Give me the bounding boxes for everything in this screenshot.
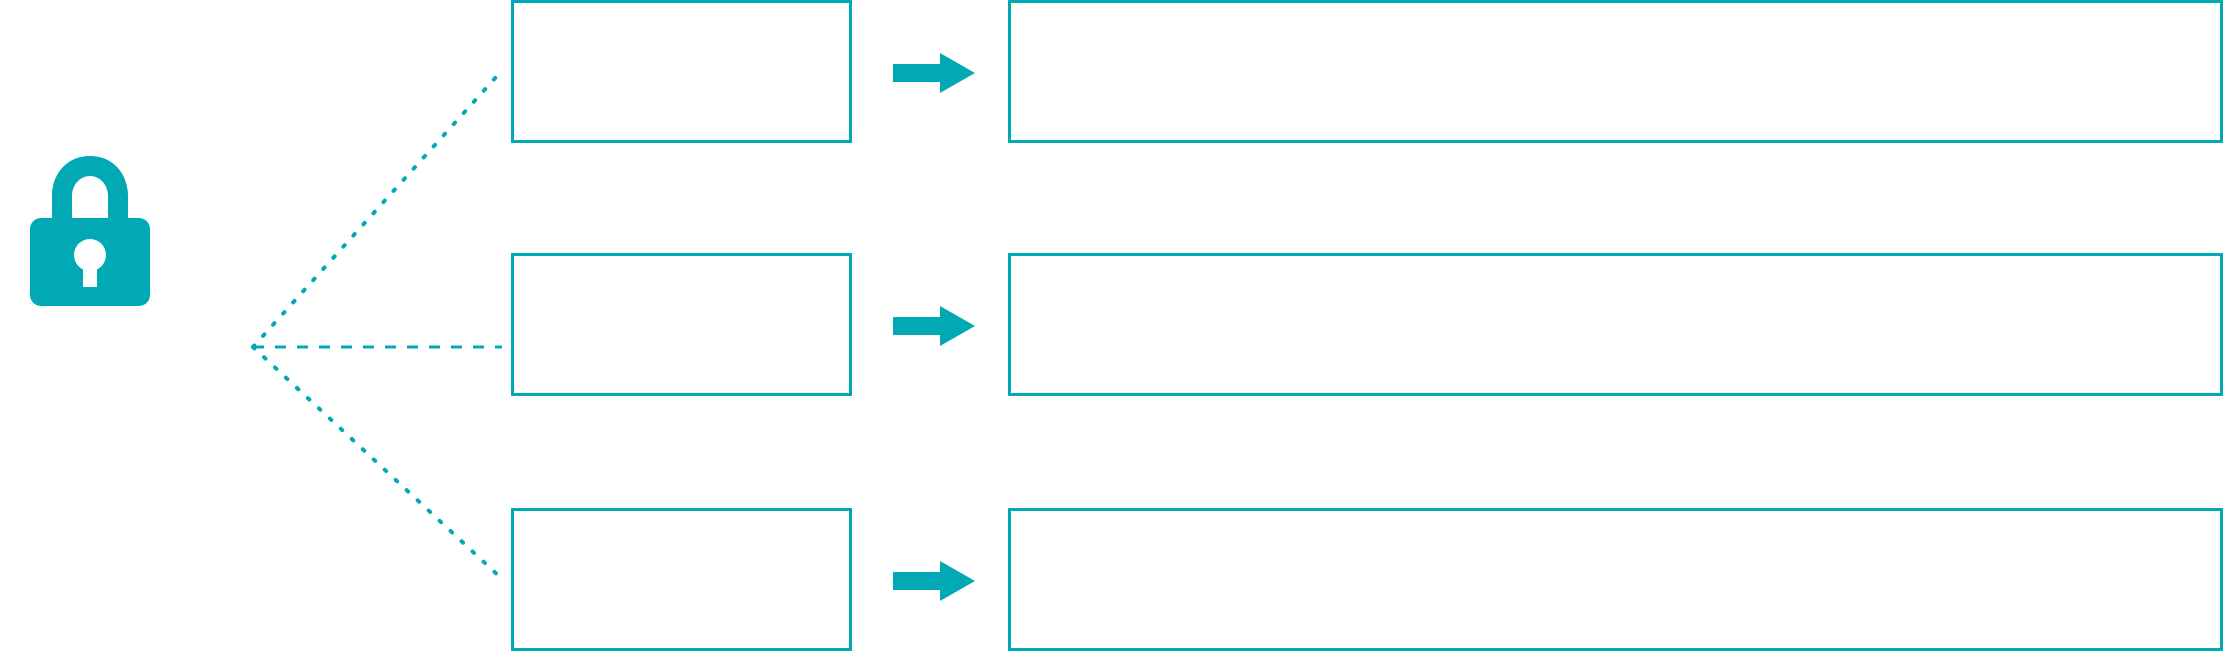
row-3-left-box[interactable] bbox=[511, 508, 852, 651]
flow-row-1 bbox=[0, 0, 2229, 145]
row-1-arrow-right-icon bbox=[893, 53, 975, 93]
row-3-right-box[interactable] bbox=[1008, 508, 2223, 651]
row-3-arrow-right-icon bbox=[893, 561, 975, 601]
flow-row-3 bbox=[0, 508, 2229, 653]
lock-icon bbox=[26, 150, 154, 310]
row-2-right-box[interactable] bbox=[1008, 253, 2223, 396]
row-2-left-box[interactable] bbox=[511, 253, 852, 396]
row-2-arrow-right-icon bbox=[893, 306, 975, 346]
row-1-left-box[interactable] bbox=[511, 0, 852, 143]
row-1-right-box[interactable] bbox=[1008, 0, 2223, 143]
flow-row-2 bbox=[0, 253, 2229, 398]
